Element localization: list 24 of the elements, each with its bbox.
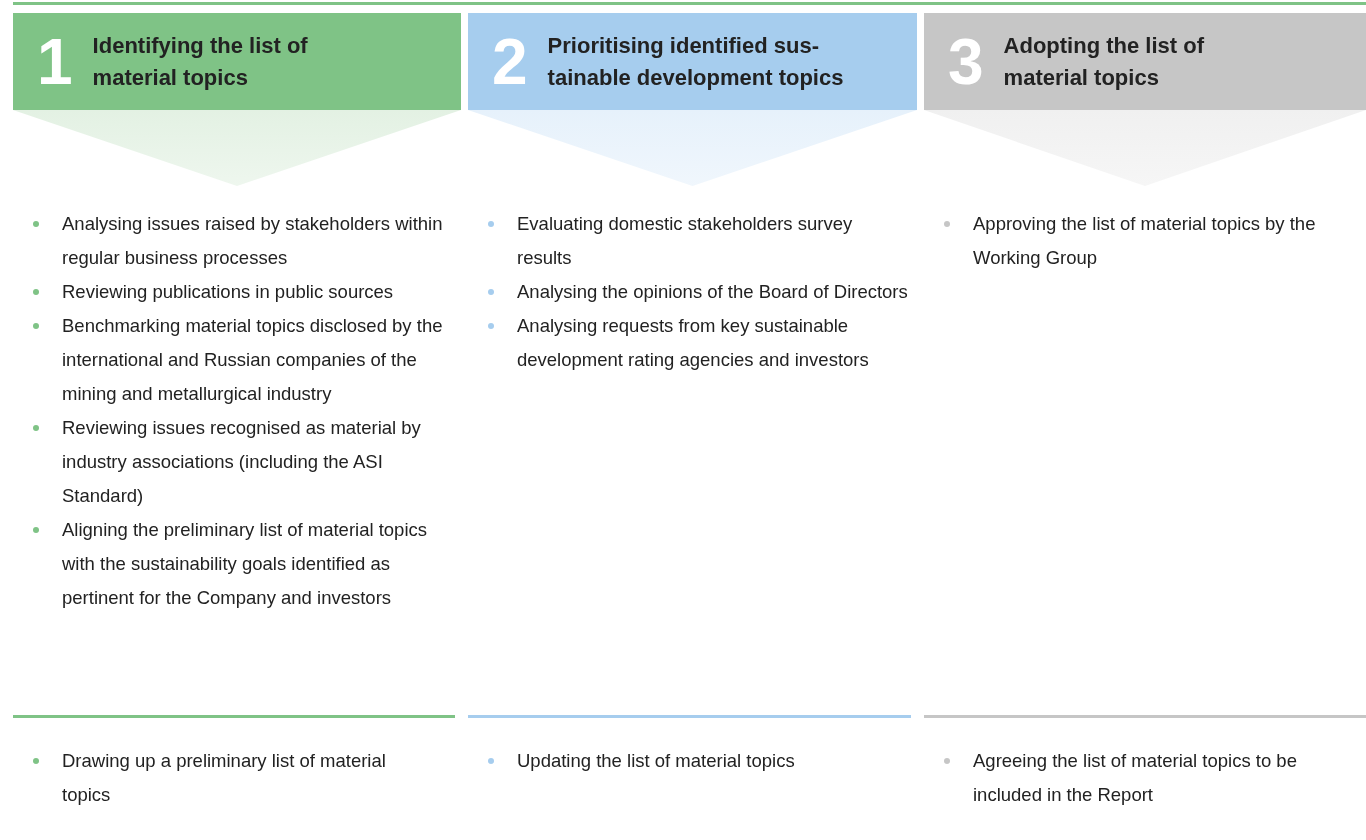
chevron-shape [468, 110, 917, 186]
list-item: Evaluating domestic stakeholders survey results [517, 212, 854, 270]
chevron-shape [13, 110, 461, 186]
list-item: Aligning the preliminary list of material topics with the sustainability goals identified as pertinent for the Company and investors [62, 518, 428, 610]
list-item: Updating the list of material topics [517, 749, 796, 773]
step-header [13, 13, 461, 110]
list-item: Benchmarking material topics disclosed by the international and Russian companies of the mining and metallurgical industry [62, 314, 444, 406]
list-item: Approving the list of material topics by the Working Group [973, 212, 1317, 270]
list-item: Analysing issues raised by stakeholders within regular business processes [62, 212, 444, 270]
list-item: Reviewing issues recognised as material by industry associations (including the ASI Standard) [62, 416, 422, 508]
step-title: Adopting the list of material topics [1003, 31, 1205, 92]
list-item: Drawing up a preliminary list of material topics [62, 749, 387, 807]
step-header [924, 13, 1366, 110]
step-title: Identifying the list of material topics [92, 31, 309, 92]
step-number: 3 [948, 29, 984, 94]
chevron-shape [924, 110, 1366, 186]
list-item: Reviewing publications in public sources [62, 280, 395, 304]
list-item: Agreeing the list of material topics to be included in the Report [973, 749, 1298, 807]
list-item: Analysing the opinions of the Board of Directors [517, 280, 909, 304]
step-title: Prioritising identified sus- tainable development topics [547, 31, 845, 92]
step-header [468, 13, 917, 110]
step-number: 1 [37, 29, 73, 94]
list-item: Analysing requests from key sustainable development rating agencies and investors [517, 314, 870, 372]
step-number: 2 [492, 29, 528, 94]
